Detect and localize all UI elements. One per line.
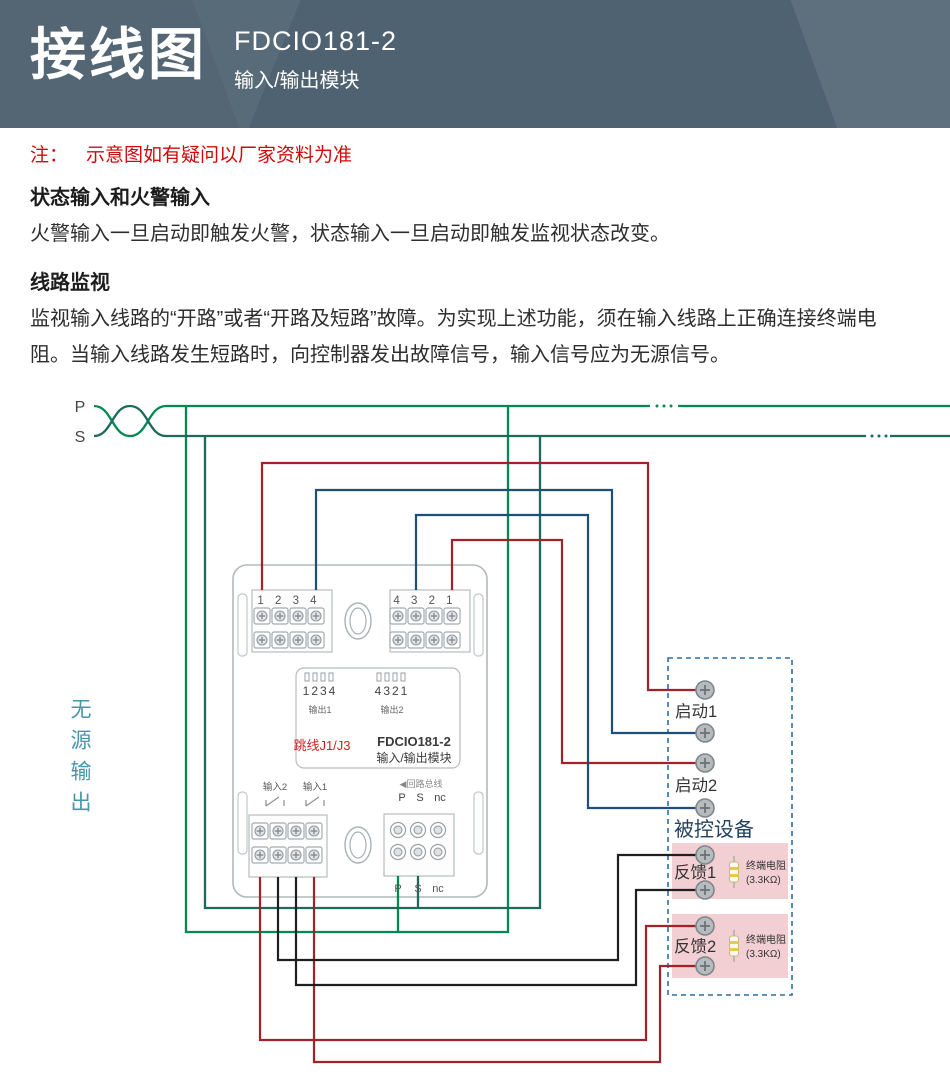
loop-bus-wire-p xyxy=(93,404,950,934)
start1-terminal-top xyxy=(695,680,715,700)
jumper-header-icons xyxy=(304,672,406,682)
module-label-panel xyxy=(295,667,461,769)
module-model-label: FDCIO181-2 xyxy=(377,734,451,749)
mounting-keyhole-bottom xyxy=(344,826,372,864)
feedback2-terminal-top xyxy=(695,916,715,936)
controlled-device-label: 被控设备 xyxy=(674,818,754,841)
bottom-left-terminal-block xyxy=(248,814,328,878)
feedback1-label: 反馈1 xyxy=(674,863,716,882)
jumper-note-label: 跳线J1/J3 xyxy=(293,738,350,753)
start1-label: 启动1 xyxy=(675,702,717,721)
start2-terminal-top xyxy=(695,753,715,773)
note-text: 示意图如有疑问以厂家资料为准 xyxy=(86,145,353,166)
page-title: 接线图 xyxy=(30,23,207,86)
feedback1-terminal-top xyxy=(695,845,715,865)
loop-bus-wire-p-dots xyxy=(655,404,673,408)
jumper-right-label: 4321 xyxy=(375,684,410,698)
mount-slot xyxy=(237,593,248,657)
loop-bus-terminal-block xyxy=(383,813,455,877)
resistor1-name: 终端电阻 xyxy=(746,859,786,872)
start2-terminal-bottom xyxy=(695,798,715,818)
mounting-keyhole-top xyxy=(344,602,372,640)
feedback2-terminal-bottom xyxy=(695,956,715,976)
input-contact-icons xyxy=(265,796,325,807)
block-pin-s: S xyxy=(414,883,421,895)
mount-slot xyxy=(473,593,484,657)
feedback1-terminal-bottom xyxy=(695,880,715,900)
mount-slot xyxy=(237,791,248,855)
start2-label: 启动2 xyxy=(675,776,717,795)
panel-pin-nc: nc xyxy=(434,792,446,804)
note-label: 注： xyxy=(30,145,69,166)
panel-pin-s: S xyxy=(416,792,423,804)
section1-heading: 状态输入和火警输入 xyxy=(30,187,210,209)
output2-label: 输出2 xyxy=(380,704,403,715)
mount-slot xyxy=(473,791,484,855)
resistor2-name: 终端电阻 xyxy=(746,933,786,946)
loop-bus-wire-s xyxy=(93,404,950,910)
passive-output-label: 无源输出 xyxy=(68,698,91,822)
wiring-diagram: P S 1 2 3 4 4 3 2 1 1234 4321 输出1 输出2 跳线… xyxy=(75,399,950,1064)
resistor1-value: (3.3KΩ) xyxy=(746,875,781,886)
header-banner: 接线图 FDCIO181-2 输入/输出模块 xyxy=(0,0,950,128)
start1-terminal-bottom xyxy=(695,723,715,743)
top-right-terminal-block xyxy=(389,589,471,653)
top-right-pin-numbers: 4 3 2 1 xyxy=(393,595,456,607)
note-line: 注： 示意图如有疑问以厂家资料为准 xyxy=(30,140,914,167)
panel-pin-p: P xyxy=(398,792,405,804)
feedback-wires-black xyxy=(276,853,696,987)
product-model: FDCIO181-2 xyxy=(234,26,398,56)
start-control-wires-red xyxy=(258,461,696,1064)
product-subtitle: 输入/输出模块 xyxy=(234,70,360,92)
block-pin-p: P xyxy=(394,883,401,895)
input2-label: 输入2 xyxy=(263,781,287,793)
module-type-label: 输入/输出模块 xyxy=(376,750,451,765)
input1-label: 输入1 xyxy=(303,781,327,793)
section1-body: 火警输入一旦启动即触发火警，状态输入一旦启动即触发监视状态改变。 xyxy=(30,223,670,245)
top-left-pin-numbers: 1 2 3 4 xyxy=(257,595,320,607)
resistor2-value: (3.3KΩ) xyxy=(746,949,781,960)
loop-bus-wire-s-dots xyxy=(870,434,888,438)
block-pin-nc: nc xyxy=(432,883,444,895)
loop-bus-label: ◀回路总线 xyxy=(400,778,443,789)
intro-text: 注： 示意图如有疑问以厂家资料为准 状态输入和火警输入 火警输入一旦启动即触发火警… xyxy=(30,132,914,379)
controlled-device-box xyxy=(667,657,793,996)
start-control-wires-blue xyxy=(314,488,696,810)
output1-label: 输出1 xyxy=(308,704,331,715)
feedback2-label: 反馈2 xyxy=(674,937,716,956)
section2-heading: 线路监视 xyxy=(30,272,110,294)
bus-p-label: P xyxy=(75,399,86,416)
top-left-terminal-block xyxy=(251,589,333,653)
section2-body: 监视输入线路的“开路”或者“开路及短路”故障。为实现上述功能，须在输入线路上正确… xyxy=(30,308,877,366)
bus-s-label: S xyxy=(75,429,86,446)
io-module xyxy=(232,564,488,898)
jumper-left-label: 1234 xyxy=(303,684,338,698)
